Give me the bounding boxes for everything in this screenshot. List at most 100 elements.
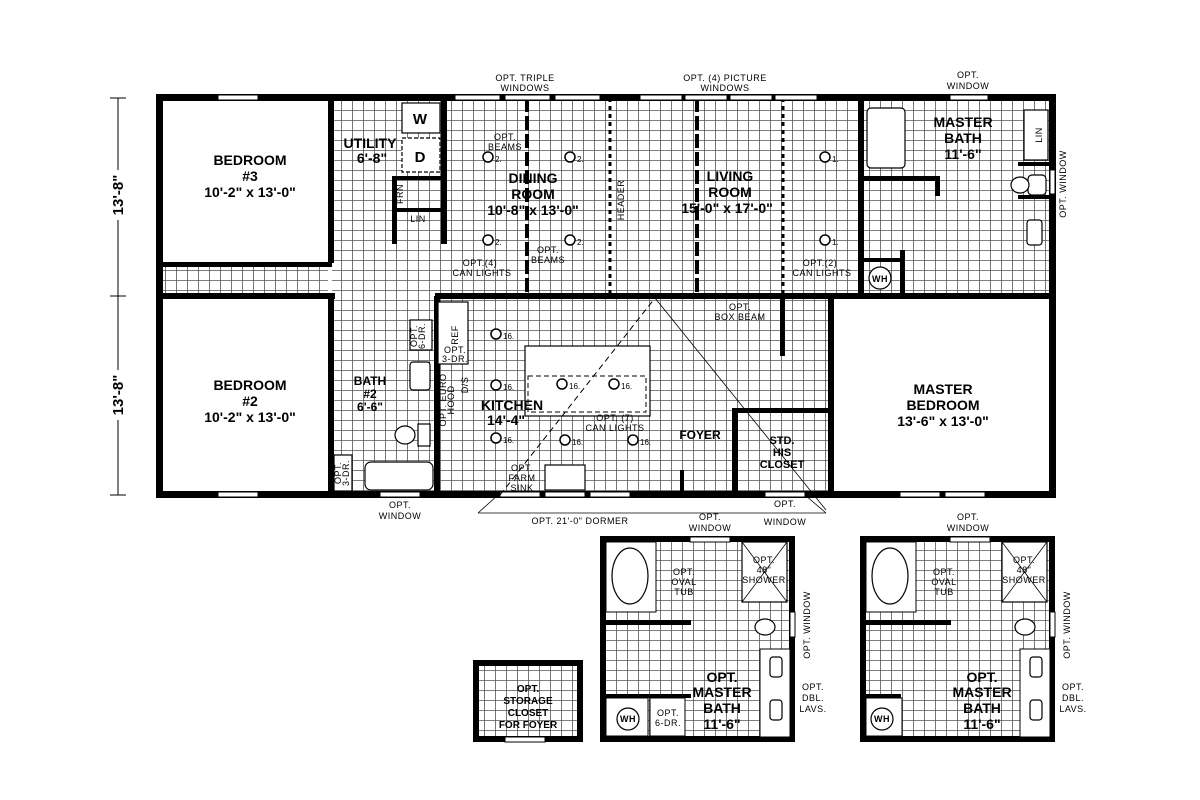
svg-text:D/S: D/S [460, 377, 470, 394]
svg-text:OPT. WINDOW: OPT. WINDOW [1058, 150, 1068, 218]
svg-text:OPT. WINDOW: OPT. WINDOW [1062, 591, 1072, 659]
dryer-label: D [415, 149, 426, 166]
svg-text:TUB: TUB [674, 587, 694, 597]
svg-text:OPT.: OPT. [802, 682, 824, 692]
can-light-label: 2. [495, 155, 502, 164]
can-light-label: 1. [832, 155, 839, 164]
svg-text:OPT.(2): OPT.(2) [803, 258, 838, 268]
svg-text:STD.: STD. [769, 435, 794, 447]
can-light-icon [564, 151, 576, 163]
can-lights: 2.2.2.2.1.1.16.16.16.16.16.16.16. [482, 151, 839, 447]
svg-text:3-DR.: 3-DR. [341, 460, 351, 486]
room-dining: DINING ROOM 10'-8" x 13'-0" [487, 170, 579, 218]
svg-text:CAN LIGHTS: CAN LIGHTS [585, 423, 644, 433]
svg-text:SINK: SINK [510, 483, 533, 493]
svg-text:OPT.: OPT. [753, 555, 775, 565]
svg-text:DBL.: DBL. [1062, 693, 1084, 703]
can-light-icon [627, 434, 639, 446]
svg-text:6-DR.: 6-DR. [417, 323, 427, 349]
svg-text:3-DR.: 3-DR. [442, 354, 468, 364]
svg-text:6'-8": 6'-8" [357, 150, 387, 166]
svg-text:6-DR.: 6-DR. [655, 718, 681, 728]
svg-text:48": 48" [757, 565, 772, 575]
svg-text:BATH: BATH [703, 700, 741, 716]
room-living: LIVING ROOM 15'-0" x 17'-0" [681, 168, 773, 216]
svg-text:OPT.: OPT. [409, 325, 419, 347]
svg-text:OPT.: OPT. [706, 669, 737, 685]
svg-text:LAVS.: LAVS. [799, 704, 826, 714]
room-master-bedroom: MASTER BEDROOM 13'-6" x 13'-0" [897, 381, 989, 429]
svg-text:BOX BEAM: BOX BEAM [714, 312, 765, 322]
master-bedroom-floor [834, 299, 1049, 491]
foyer-window-label: WINDOW [764, 517, 807, 527]
svg-text:14'-4": 14'-4" [487, 412, 525, 428]
svg-text:MASTER: MASTER [913, 381, 972, 397]
svg-text:MASTER: MASTER [952, 684, 1011, 700]
svg-text:LIN: LIN [410, 214, 426, 224]
svg-text:BATH: BATH [944, 130, 982, 146]
svg-text:CLOSET: CLOSET [760, 459, 805, 471]
can-light-label: 16. [640, 438, 651, 447]
svg-text:6'-6": 6'-6" [357, 400, 383, 414]
room-utility: UTILITY 6'-8" W D FRN LIN [344, 111, 428, 224]
svg-text:OPT. TRIPLE: OPT. TRIPLE [495, 73, 554, 83]
can-light-label: 2. [577, 155, 584, 164]
opt-master-bath-2: OPT. WINDOW OPT. OVAL TUB OPT. 48" SHOWE… [860, 512, 1086, 742]
room-bedroom-2: BEDROOM #2 10'-2" x 13'-0" [204, 377, 296, 425]
svg-text:OPT. 21'-0" DORMER: OPT. 21'-0" DORMER [532, 516, 629, 526]
can-light-label: 16. [503, 332, 514, 341]
room-bath-2: BATH #2 6'-6" [354, 374, 386, 414]
svg-text:OPT. WINDOW: OPT. WINDOW [802, 591, 812, 659]
svg-text:HOOD: HOOD [446, 385, 456, 414]
can-light-icon [819, 151, 831, 163]
can-light-label: 1. [832, 238, 839, 247]
svg-text:OPT.(4): OPT.(4) [463, 258, 498, 268]
can-light-icon [564, 234, 576, 246]
can-light-icon [490, 328, 502, 340]
room-bedroom-3: BEDROOM #3 10'-2" x 13'-0" [204, 152, 296, 200]
svg-text:OPT. (4) PICTURE: OPT. (4) PICTURE [683, 73, 767, 83]
svg-text:OPT.: OPT. [957, 512, 979, 522]
svg-text:UTILITY: UTILITY [344, 135, 398, 151]
can-light-icon [490, 379, 502, 391]
opt-storage-closet: OPT. STORAGE CLOSET FOR FOYER [473, 660, 583, 743]
beam-lines [525, 98, 785, 296]
svg-text:WINDOWS: WINDOWS [701, 83, 750, 93]
svg-text:OPT.: OPT. [673, 567, 695, 577]
svg-text:ROOM: ROOM [708, 184, 752, 200]
svg-text:LAVS.: LAVS. [1059, 704, 1086, 714]
svg-text:OPT.: OPT. [389, 500, 411, 510]
svg-text:WH: WH [874, 714, 890, 724]
bedroom-2-floor [163, 299, 328, 491]
svg-text:OPT. (7): OPT. (7) [596, 413, 634, 423]
can-light-icon [482, 151, 494, 163]
svg-text:10'-2" x 13'-0": 10'-2" x 13'-0" [204, 409, 296, 425]
svg-text:11'-6": 11'-6" [963, 716, 1000, 732]
fixtures [333, 102, 1049, 492]
can-light-icon [819, 234, 831, 246]
can-light-label: 16. [621, 382, 632, 391]
svg-text:#2: #2 [242, 393, 258, 409]
can-light-icon [559, 434, 571, 446]
svg-text:WINDOWS: WINDOWS [501, 83, 550, 93]
svg-text:OPT.: OPT. [537, 245, 559, 255]
svg-text:FARM: FARM [508, 473, 535, 483]
svg-text:11'-6": 11'-6" [944, 146, 981, 162]
svg-text:OPT.: OPT. [729, 302, 751, 312]
svg-text:KITCHEN: KITCHEN [481, 397, 543, 413]
can-light-icon [608, 378, 620, 390]
svg-text:MASTER: MASTER [692, 684, 751, 700]
svg-text:FOR FOYER: FOR FOYER [499, 720, 558, 731]
bedroom-3-floor [163, 101, 328, 262]
svg-text:11'-6": 11'-6" [703, 716, 740, 732]
washer-label: W [413, 111, 428, 128]
svg-text:13'-6" x 13'-0": 13'-6" x 13'-0" [897, 413, 989, 429]
svg-text:WH: WH [872, 274, 888, 284]
svg-text:BEAMS: BEAMS [531, 255, 565, 265]
can-light-label: 16. [503, 383, 514, 392]
can-light-label: 16. [503, 436, 514, 445]
svg-text:#3: #3 [242, 168, 258, 184]
svg-text:OPT.: OPT. [933, 567, 955, 577]
opt-master-bath-1: OPT. WINDOW OPT. OVAL TUB OPT. 48" SHOWE… [600, 512, 826, 742]
svg-text:ROOM: ROOM [511, 186, 555, 202]
